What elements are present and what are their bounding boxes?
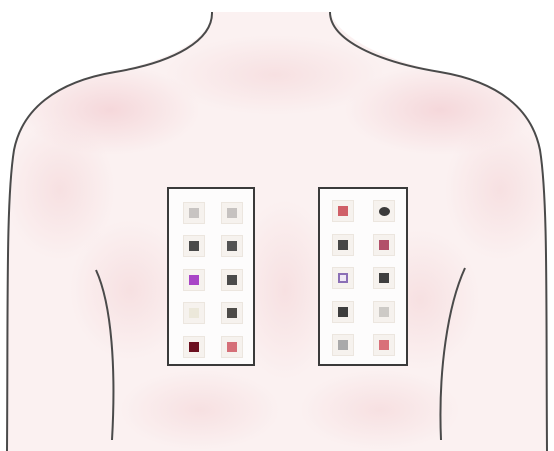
allergen-swatch [338, 340, 348, 350]
patch-chamber-left-r3c2 [221, 269, 243, 291]
allergen-swatch [189, 275, 199, 285]
allergen-swatch [189, 208, 199, 218]
patch-chamber-left-r1c2 [221, 202, 243, 224]
allergen-swatch [338, 273, 348, 283]
patch-chamber-left-r5c2 [221, 336, 243, 358]
patch-chamber-right-r5c1 [332, 334, 354, 356]
patch-chamber-left-r2c2 [221, 235, 243, 257]
patch-chamber-left-r3c1 [183, 269, 205, 291]
allergen-swatch [189, 342, 199, 352]
allergen-swatch [227, 308, 237, 318]
patch-chamber-right-r3c2 [373, 267, 395, 289]
patch-panel-right [318, 187, 408, 366]
patch-chamber-right-r1c1 [332, 200, 354, 222]
patch-chamber-left-r1c1 [183, 202, 205, 224]
allergen-swatch [379, 207, 390, 216]
allergen-swatch [338, 307, 348, 317]
patch-chamber-right-r1c2 [373, 200, 395, 222]
allergen-swatch [338, 240, 348, 250]
patch-chamber-right-r4c1 [332, 301, 354, 323]
patch-chamber-right-r3c1 [332, 267, 354, 289]
patch-chamber-right-r5c2 [373, 334, 395, 356]
allergen-swatch [227, 241, 237, 251]
allergen-swatch [227, 275, 237, 285]
allergen-swatch [227, 342, 237, 352]
patch-chamber-left-r4c2 [221, 302, 243, 324]
allergen-swatch [227, 208, 237, 218]
patch-chamber-right-r2c2 [373, 234, 395, 256]
allergen-swatch [379, 340, 389, 350]
allergen-swatch [379, 240, 389, 250]
allergen-swatch [379, 307, 389, 317]
patch-panel-left [167, 187, 255, 366]
allergen-swatch [189, 241, 199, 251]
allergen-swatch [338, 206, 348, 216]
allergen-swatch [379, 273, 389, 283]
patch-chamber-left-r4c1 [183, 302, 205, 324]
patch-chamber-right-r4c2 [373, 301, 395, 323]
allergen-swatch [189, 308, 199, 318]
patch-chamber-left-r5c1 [183, 336, 205, 358]
patch-chamber-right-r2c1 [332, 234, 354, 256]
patch-chamber-left-r2c1 [183, 235, 205, 257]
